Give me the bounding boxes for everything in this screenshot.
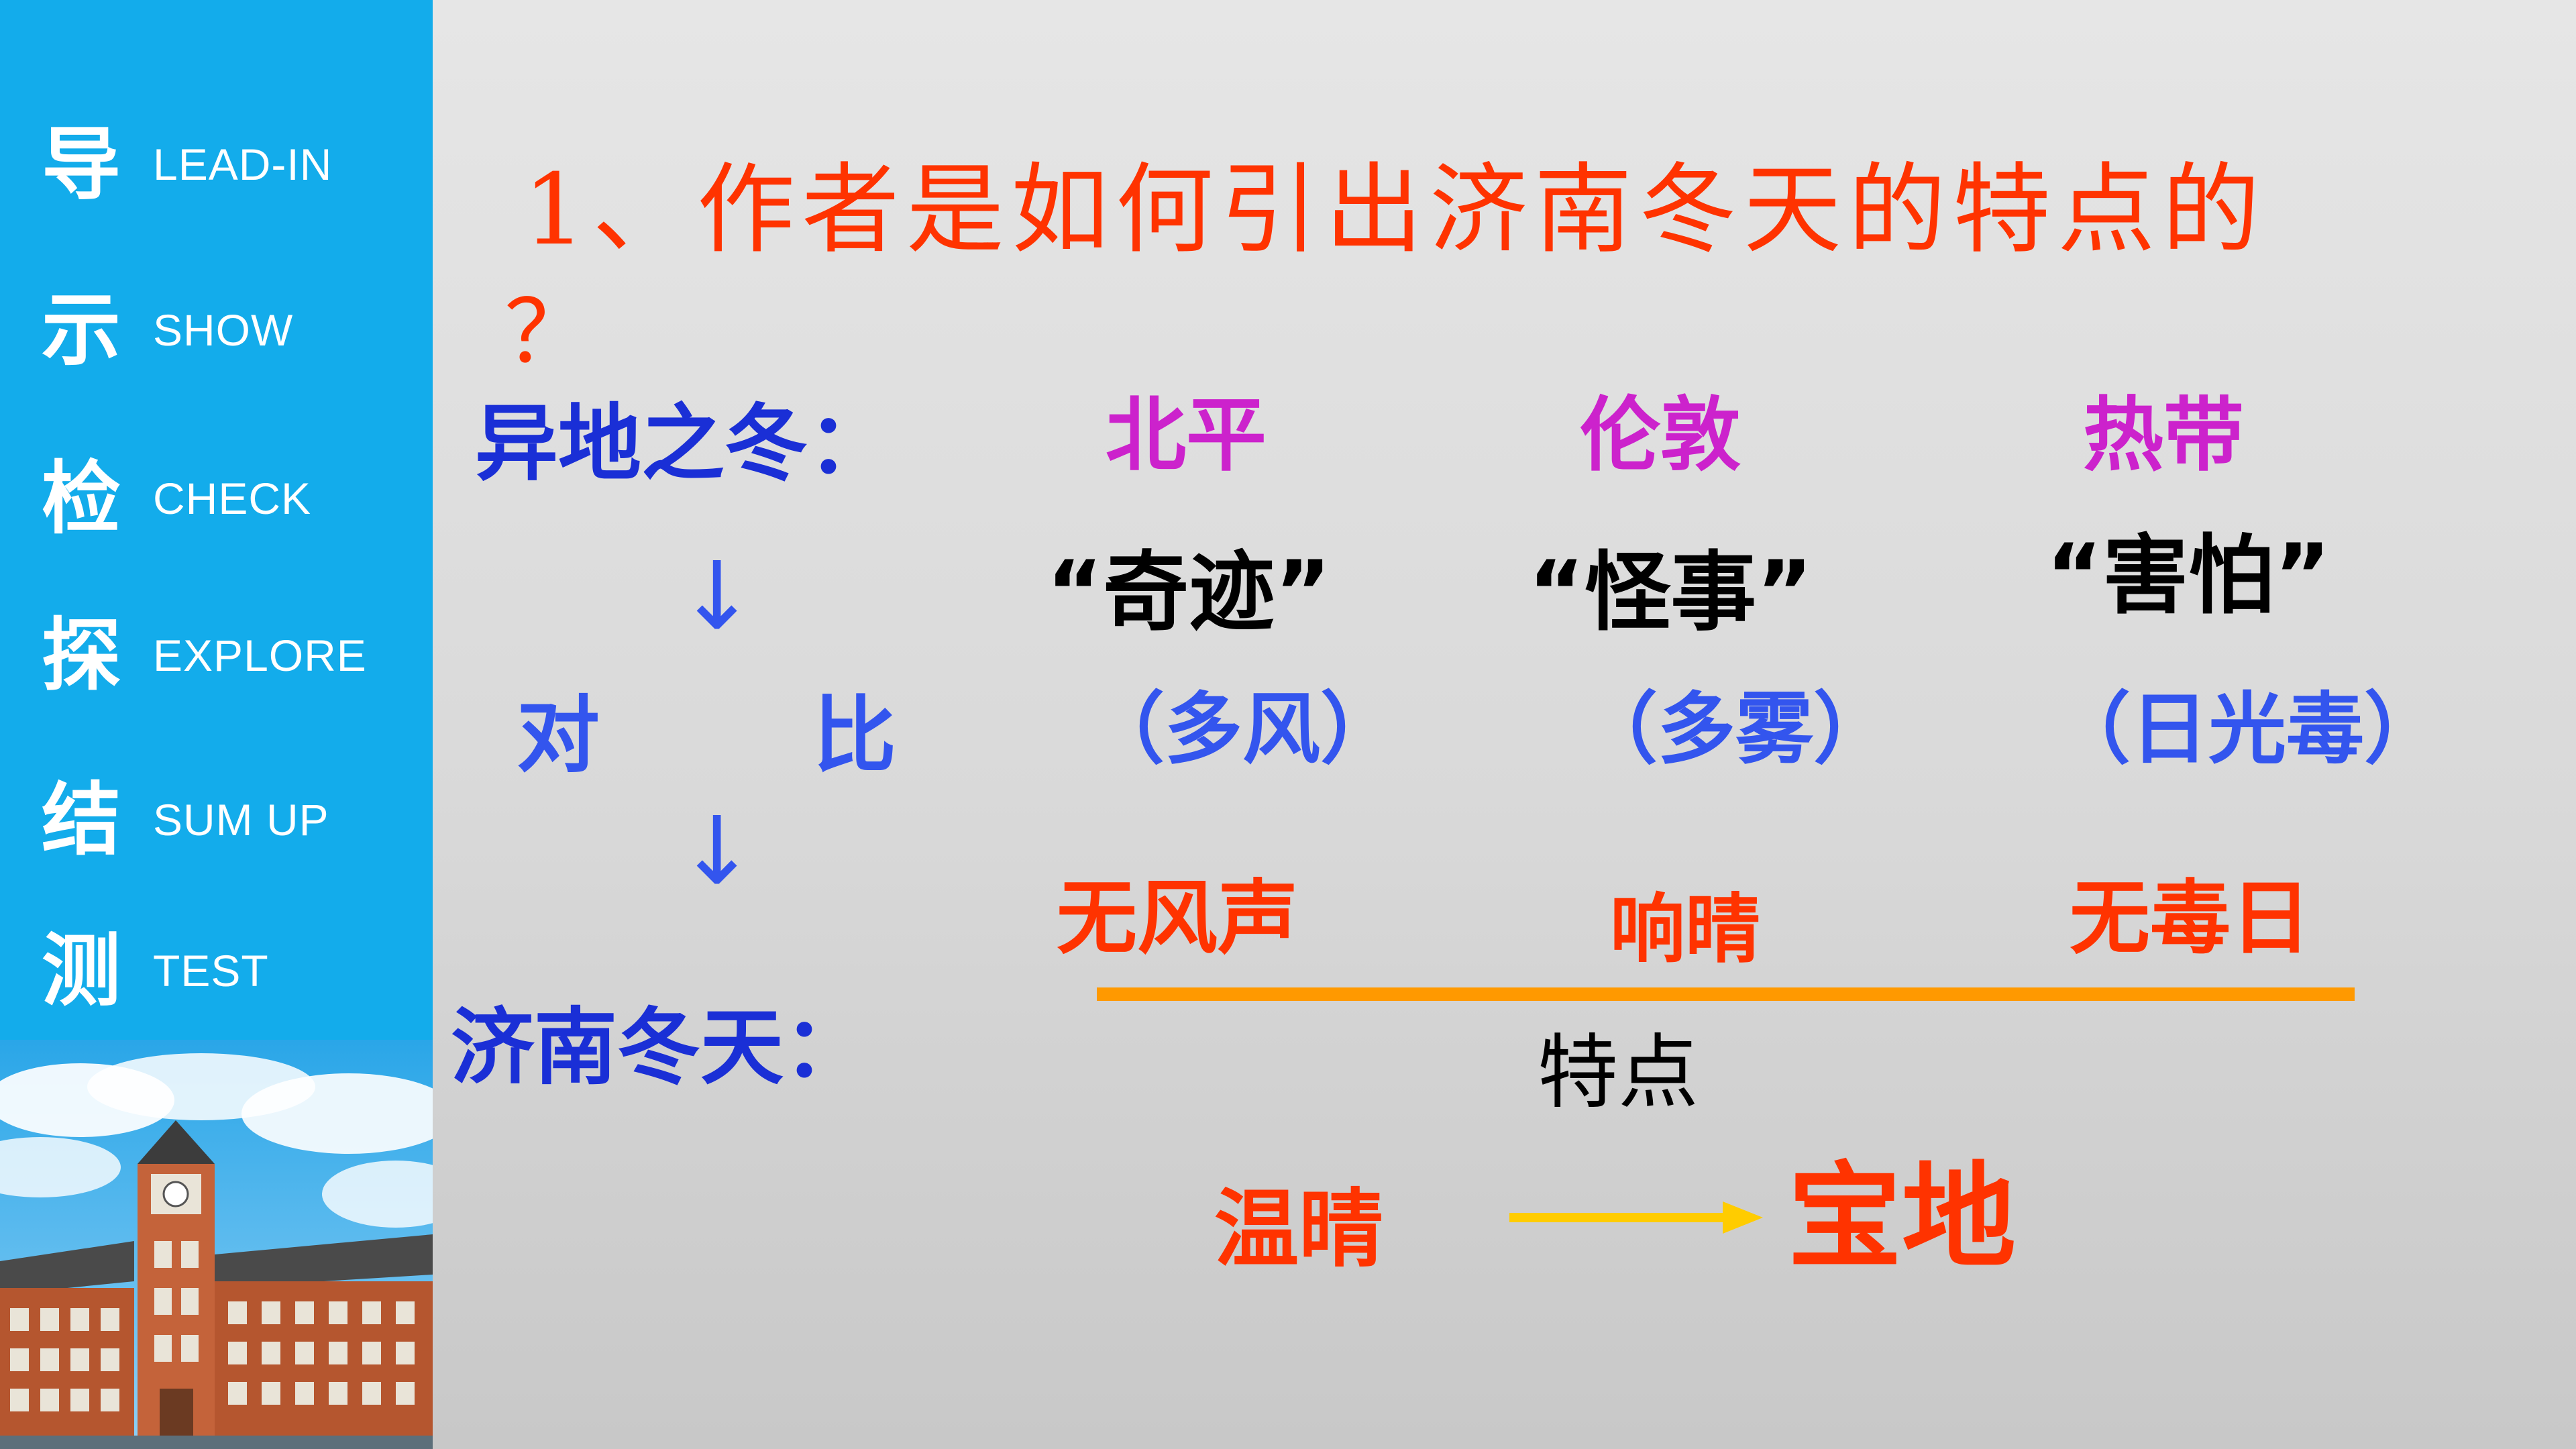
nav-item-explore[interactable]: 探 EXPLORE (42, 605, 367, 706)
reason-windy: （多风） (1087, 684, 1398, 775)
nav-char: 示 (42, 284, 121, 376)
descriptor-fear: “害怕” (2046, 526, 2331, 626)
nav-char: 结 (42, 773, 121, 866)
trait-mild-sun: 无毒日 (2070, 872, 2311, 965)
question-mark: ？ (504, 281, 592, 383)
down-arrow-icon: ↓ (678, 542, 757, 651)
nav-char: 检 (42, 452, 121, 545)
label-other-winters: 异地之冬： (475, 396, 892, 492)
nav-char: 导 (42, 118, 121, 211)
nav-char: 测 (42, 924, 121, 1017)
question-title: 1、作者是如何引出济南冬天的特点的 (523, 153, 2267, 267)
nav-char: 探 (42, 609, 121, 702)
right-arrow-icon (1509, 1201, 1763, 1234)
conclusion-treasure-land: 宝地 (1788, 1151, 2017, 1284)
nav-label: SUM UP (153, 795, 329, 845)
nav-item-sum-up[interactable]: 结 SUM UP (42, 769, 329, 870)
place-london: 伦敦 (1580, 389, 1741, 482)
down-arrow-icon: ↓ (678, 797, 757, 906)
descriptor-strange: “怪事” (1528, 543, 1813, 643)
trait-no-wind: 无风声 (1057, 872, 1298, 965)
descriptor-miracle: “奇迹” (1046, 543, 1332, 643)
nav-item-show[interactable]: 示 SHOW (42, 280, 293, 380)
nav-label: TEST (153, 946, 269, 996)
nav-item-test[interactable]: 测 TEST (42, 920, 269, 1021)
compare-char-2: 比 (813, 688, 897, 784)
label-jinan-winter: 济南冬天： (451, 1000, 867, 1096)
nav-label: EXPLORE (153, 631, 367, 680)
compare-char-1: 对 (517, 688, 600, 784)
nav-item-check[interactable]: 检 CHECK (42, 448, 311, 549)
feature-label: 特点 (1538, 1026, 1699, 1120)
nav-label: SHOW (153, 305, 294, 355)
traits-underline (1097, 987, 2355, 1001)
trait-clear-sky: 响晴 (1610, 886, 1760, 973)
reason-foggy: （多雾） (1580, 684, 1891, 775)
conclusion-warm-sunny: 温晴 (1214, 1180, 1383, 1279)
place-tropics: 热带 (2083, 389, 2244, 482)
nav-label: LEAD-IN (153, 140, 333, 189)
reason-harsh-sun: （日光毒） (2053, 684, 2442, 775)
place-beiping: 北平 (1106, 389, 1267, 482)
school-building-image (0, 1040, 433, 1449)
sidebar: 导 LEAD-IN 示 SHOW 检 CHECK 探 EXPLORE 结 SUM… (0, 0, 433, 1449)
nav-label: CHECK (153, 474, 312, 523)
nav-item-lead-in[interactable]: 导 LEAD-IN (42, 114, 332, 215)
